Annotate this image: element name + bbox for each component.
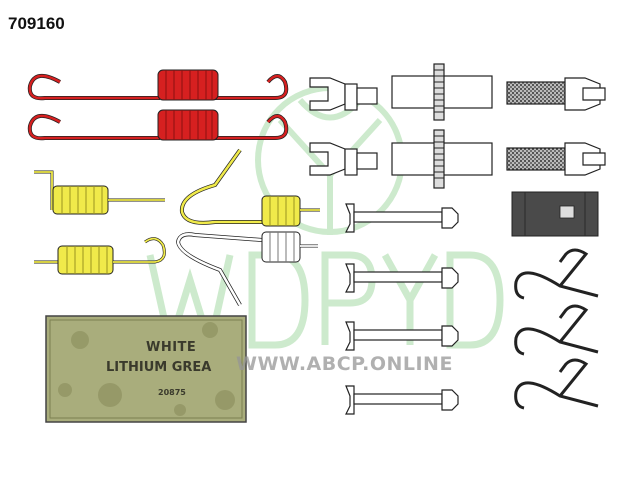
spring-clip xyxy=(514,248,599,300)
adjuster-threaded-rod-bottom xyxy=(506,142,606,176)
hold-down-pin xyxy=(345,263,459,293)
dark-clip-block xyxy=(511,191,599,237)
watermark-site-text: WWW.ABCP.ONLINE xyxy=(236,353,453,375)
hold-down-pin xyxy=(345,203,459,233)
spring-clip xyxy=(514,358,599,410)
adjuster-fork-top xyxy=(309,77,378,111)
red-spring-bottom xyxy=(27,109,289,141)
grease-packet xyxy=(45,315,247,423)
yellow-spring-hook-arm xyxy=(179,148,320,227)
hold-down-pin xyxy=(345,385,459,415)
grease-packet-label-line3: 20875 xyxy=(158,388,186,397)
grease-packet-label-line2: LITHIUM GREA xyxy=(106,360,212,375)
spring-clip xyxy=(514,304,599,356)
part-number-title: 709160 xyxy=(8,14,65,33)
adjuster-body-top xyxy=(391,63,493,121)
adjuster-fork-bottom xyxy=(309,142,378,176)
adjuster-body-bottom xyxy=(391,129,493,189)
red-spring-top xyxy=(27,69,289,101)
adjuster-threaded-rod-top xyxy=(506,77,606,111)
yellow-spring-left-top xyxy=(34,170,165,215)
yellow-spring-left-bottom xyxy=(34,237,166,275)
hold-down-pin xyxy=(345,321,459,351)
white-spring-hook-arm xyxy=(175,231,318,306)
grease-packet-label-line1: WHITE xyxy=(146,340,197,355)
